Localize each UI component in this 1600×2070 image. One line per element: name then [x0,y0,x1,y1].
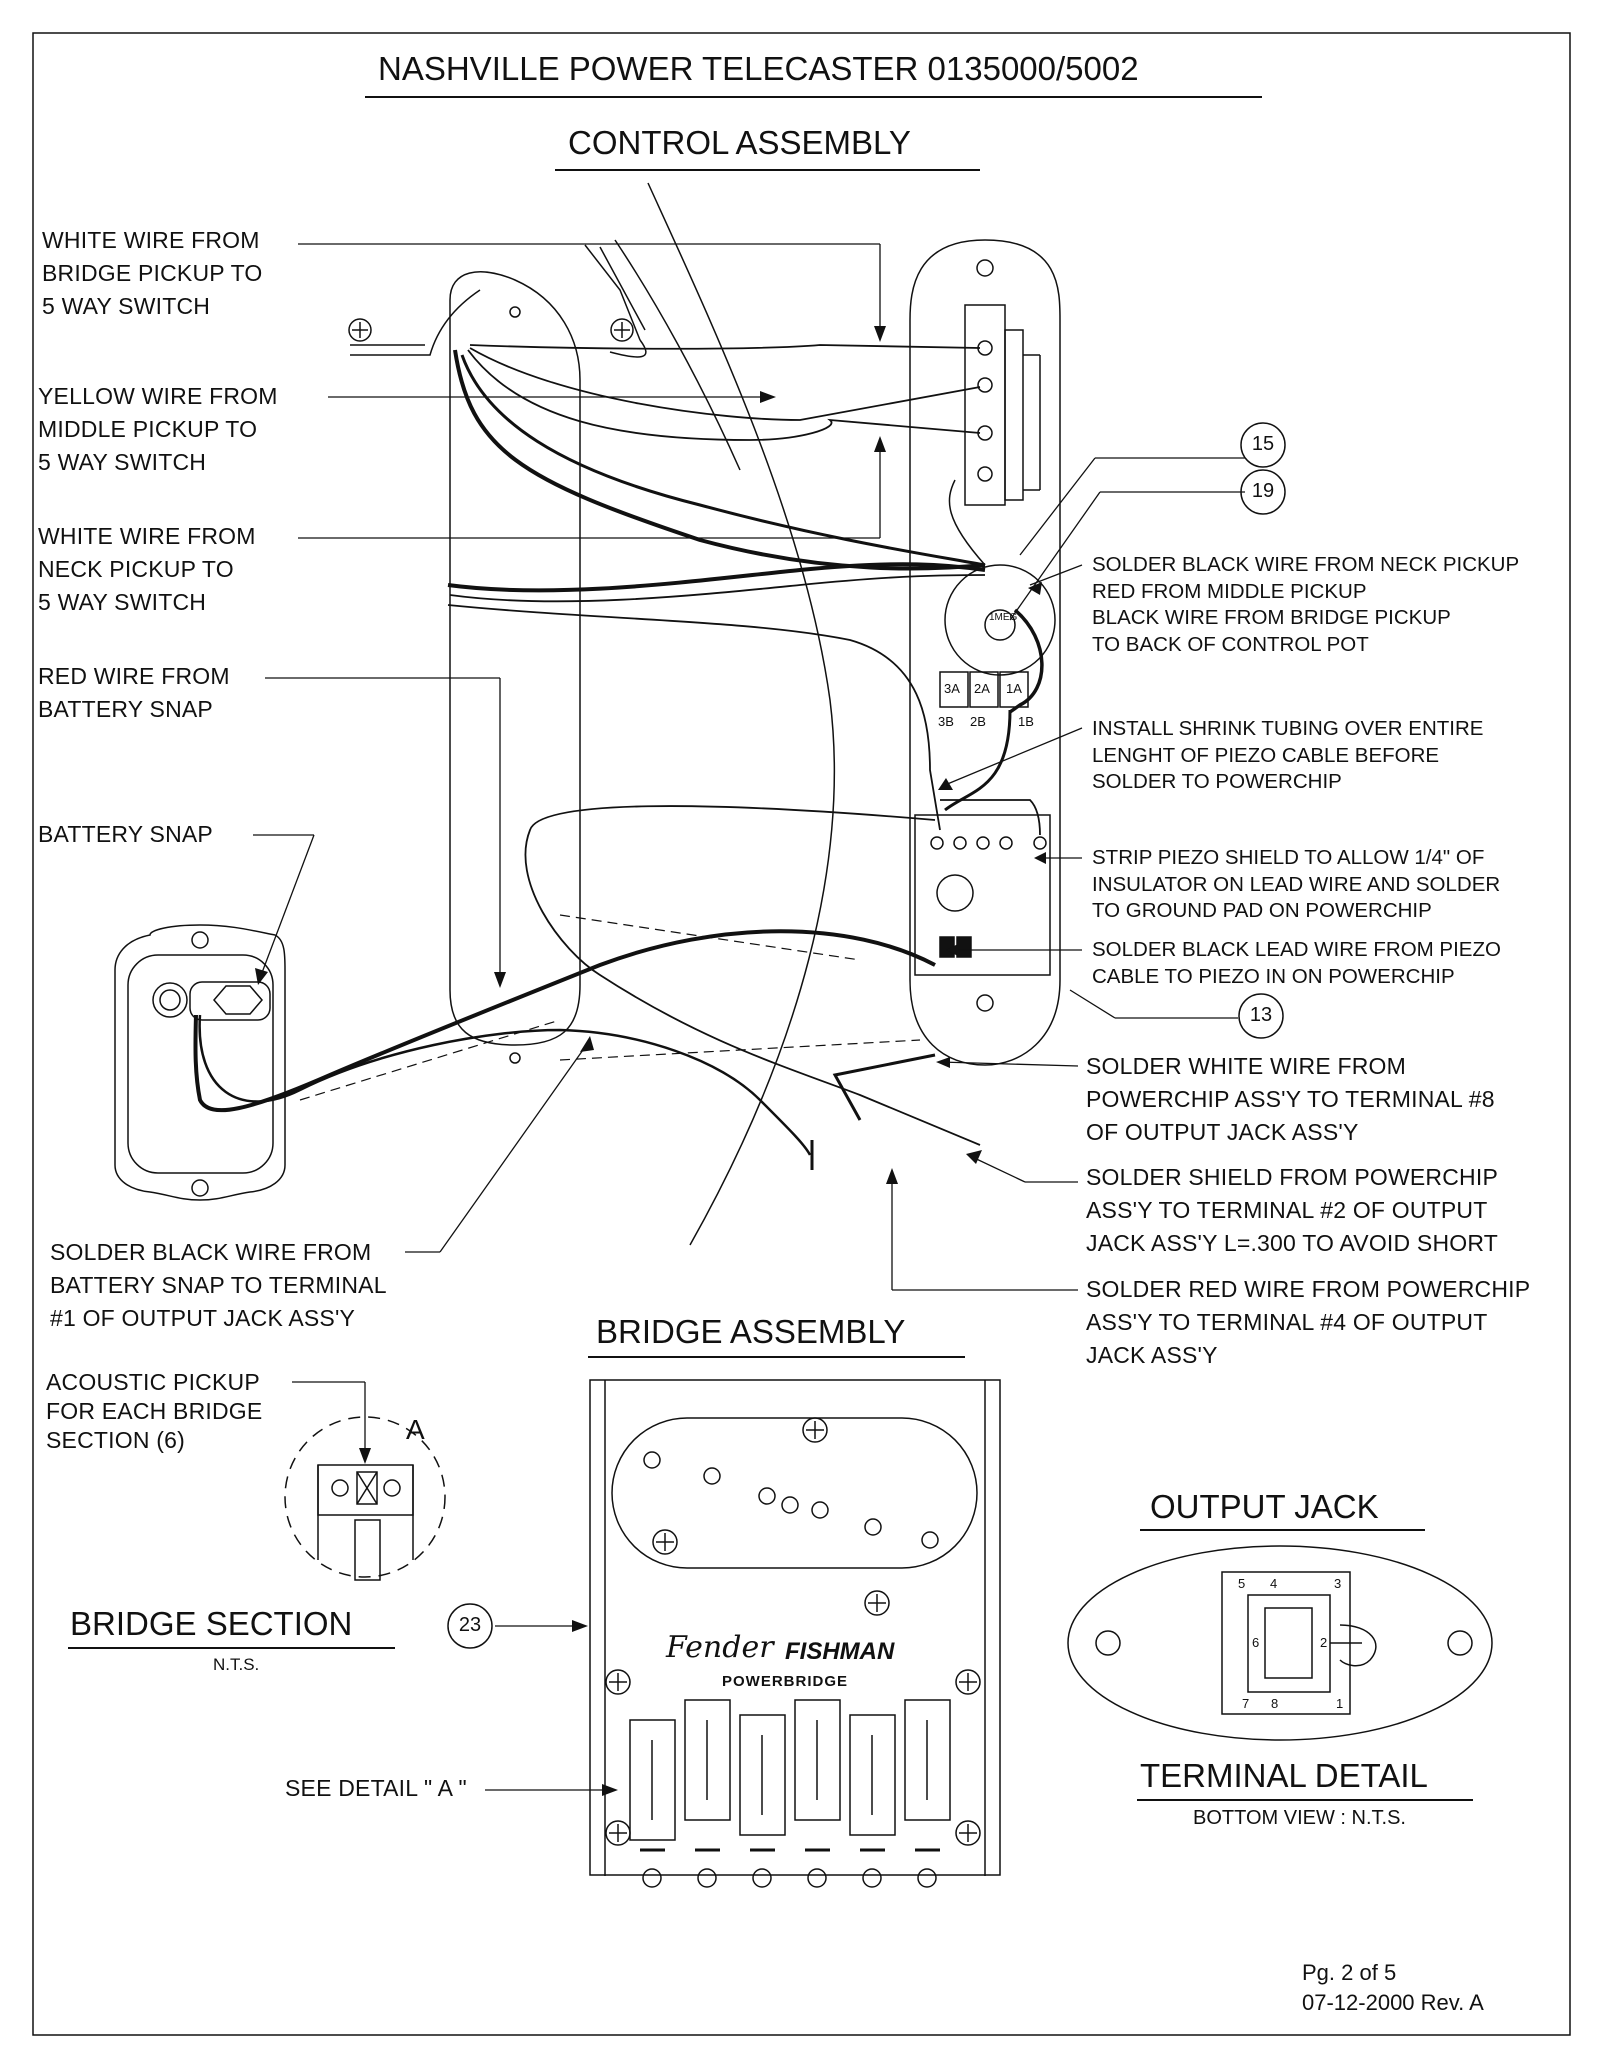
jack-terminal-4: 4 [1270,1576,1278,1591]
balloon-label-19: 19 [1251,480,1275,502]
sheet-border [32,32,1571,2036]
pot-terminal-2b: 2B [970,714,986,729]
jack-terminal-5: 5 [1238,1576,1246,1591]
terminal-detail-title: TERMINAL DETAIL [1140,1757,1428,1794]
jack-terminal-1: 1 [1336,1696,1344,1711]
control-pot [939,564,1056,708]
five-way-switch [964,304,1041,506]
fender-logo: Fender [666,1630,774,1665]
pot-terminal-1a: 1A [1006,681,1022,696]
bridge-section-title: BRIDGE SECTION [70,1605,353,1642]
pot-terminal-3b: 3B [938,714,954,729]
callout-solder-white-8: SOLDER WHITE WIRE FROM POWERCHIP ASS'Y T… [1086,1053,1495,1145]
jack-terminal-7: 7 [1242,1696,1250,1711]
pickup-wires [447,344,1044,831]
powerbridge-logo: POWERBRIDGE [722,1673,849,1690]
see-detail-a-label: SEE DETAIL " A " [285,1775,467,1801]
terminal-detail-sub: BOTTOM VIEW : N.T.S. [1193,1807,1406,1829]
page-title: NASHVILLE POWER TELECASTER 0135000/5002 [378,50,1139,87]
detail-a-view [284,1416,446,1581]
callout-battery-snap: BATTERY SNAP [38,821,213,847]
screw-icon [348,318,372,342]
balloon-circles [447,422,1286,1649]
callout-solder-red-4: SOLDER RED WIRE FROM POWERCHIP ASS'Y TO … [1086,1276,1531,1368]
callout-solder-shield-2: SOLDER SHIELD FROM POWERCHIP ASS'Y TO TE… [1086,1164,1498,1256]
balloon-13 [1238,993,1284,1039]
arrowheads [255,326,1046,1184]
guitar-body-outline [647,182,836,1246]
callout-shrink-tubing: INSTALL SHRINK TUBING OVER ENTIRE LENGHT… [1092,717,1484,793]
pot-terminal-1b: 1B [1018,714,1034,729]
body-contour [614,239,741,471]
jack-terminal-8: 8 [1271,1696,1279,1711]
bridge-assembly-heading: BRIDGE ASSEMBLY [596,1313,906,1350]
balloon-19 [1240,469,1286,515]
detail-letter-a: A [406,1414,425,1445]
bridge-section-scale: N.T.S. [213,1655,260,1674]
callout-solder-pot: SOLDER BLACK WIRE FROM NECK PICKUP RED F… [1092,553,1520,656]
jack-terminal-3: 3 [1334,1576,1342,1591]
leader-lines [253,243,1245,1291]
callout-white-neck: WHITE WIRE FROM NECK PICKUP TO 5 WAY SWI… [38,523,256,615]
callout-solder-piezo-lead: SOLDER BLACK LEAD WIRE FROM PIEZO CABLE … [1092,938,1501,988]
pickup-cavity [449,271,581,1046]
jack-terminal-6: 6 [1252,1635,1260,1650]
acoustic-pickup-note: ACOUSTIC PICKUP FOR EACH BRIDGE SECTION … [46,1369,263,1453]
powerchip-board [914,814,1051,976]
callout-red-battery: RED WIRE FROM BATTERY SNAP [38,663,230,722]
screw-icon [605,1417,981,1846]
date-revision: 07-12-2000 Rev. A [1302,1990,1484,2015]
page-number: Pg. 2 of 5 [1302,1960,1397,1985]
fishman-logo: FISHMAN [785,1638,895,1665]
balloon-label-13: 13 [1249,1004,1273,1026]
battery-wire [198,1014,812,1156]
callout-solder-black-battery: SOLDER BLACK WIRE FROM BATTERY SNAP TO T… [50,1239,387,1331]
pot-code: 1MEG [989,612,1018,623]
callout-strip-piezo: STRIP PIEZO SHIELD TO ALLOW 1/4" OF INSU… [1092,846,1501,922]
balloon-15 [1240,422,1286,468]
screw-icon [610,318,634,342]
pot-terminal-2a: 2A [974,681,990,696]
dashed-line [299,1019,921,1101]
balloon-23 [447,1603,493,1649]
control-assembly-heading: CONTROL ASSEMBLY [568,124,911,161]
output-jack-plate [1067,1545,1493,1741]
control-plate [909,239,1061,1066]
black-lead-wire [193,929,936,1113]
balloon-label-15: 15 [1251,433,1275,455]
balloon-label-23: 23 [458,1614,482,1636]
output-jack-heading: OUTPUT JACK [1150,1488,1379,1525]
bridge-saddles [629,1699,951,1888]
callout-yellow-middle: YELLOW WIRE FROM MIDDLE PICKUP TO 5 WAY … [38,383,278,475]
pickguard-top [584,244,647,358]
battery-snap-plate [114,924,286,1201]
piezo-cable [524,709,1041,1146]
callout-white-bridge: WHITE WIRE FROM BRIDGE PICKUP TO 5 WAY S… [42,227,263,319]
jack-terminal-2: 2 [1320,1635,1328,1650]
pot-terminal-3a: 3A [944,681,960,696]
